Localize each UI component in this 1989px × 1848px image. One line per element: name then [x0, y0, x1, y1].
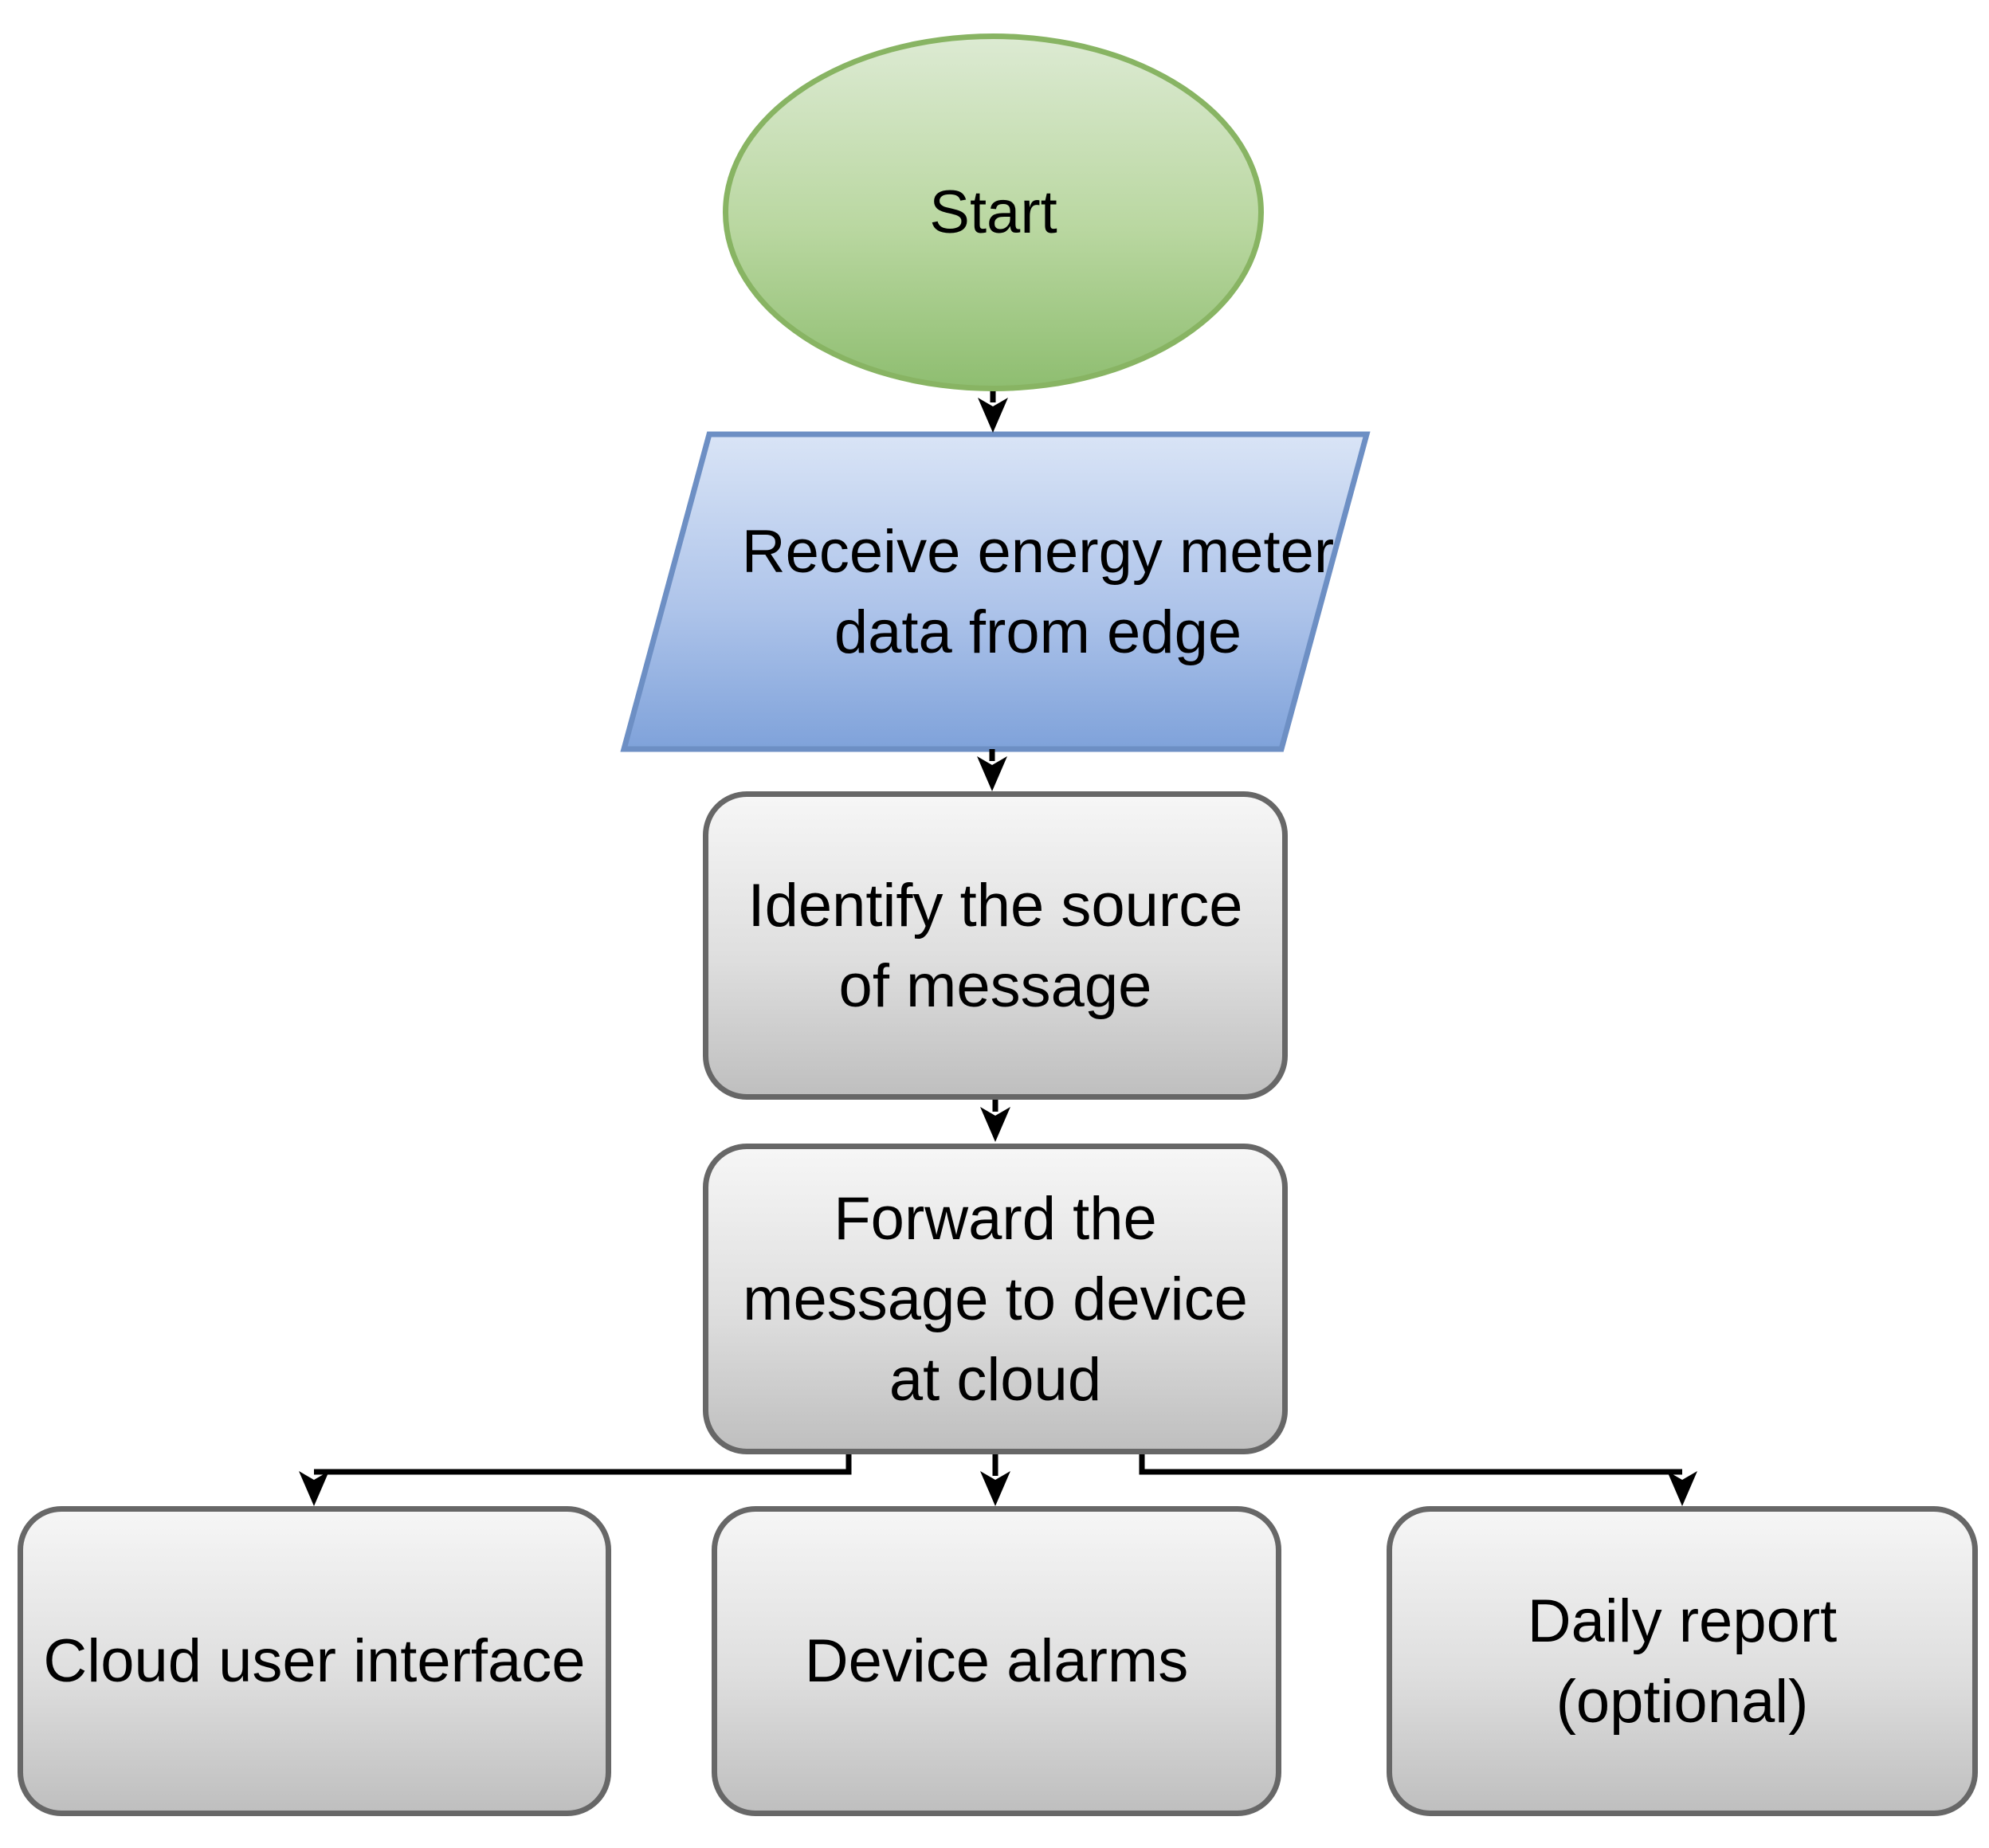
- node-cloud-user-interface: Cloud user interface: [18, 1506, 611, 1816]
- node-start: Start: [723, 33, 1264, 391]
- node-receive-line-2: data from edge: [834, 598, 1242, 666]
- node-forward-line-3: at cloud: [889, 1345, 1102, 1414]
- arrowhead-start-to-receive: [978, 398, 1008, 433]
- node-receive-energy-meter-data: Receive energy meter data from edge: [709, 434, 1367, 749]
- node-start-label: Start: [929, 179, 1057, 246]
- node-identify-source: Identify the source of message: [703, 791, 1288, 1100]
- arrowhead-forward-to-cloud-ui: [299, 1471, 329, 1506]
- arrowhead-forward-to-device-alarms: [980, 1471, 1010, 1506]
- node-cloud-ui-label: Cloud user interface: [43, 1627, 586, 1695]
- node-daily-report: Daily report (optional): [1387, 1506, 1978, 1816]
- node-identify-line-2: of message: [838, 951, 1152, 1020]
- arrowhead-identify-to-forward: [980, 1107, 1010, 1142]
- arrowhead-receive-to-identify: [977, 756, 1007, 791]
- node-forward-line-1: Forward the: [834, 1184, 1157, 1253]
- node-daily-report-line-2: (optional): [1556, 1667, 1809, 1736]
- arrow-forward-to-daily-report: [1139, 1452, 1682, 1475]
- node-forward-message: Forward the message to device at cloud: [703, 1144, 1288, 1454]
- arrow-forward-to-cloud-ui: [314, 1452, 852, 1475]
- parallelogram-receive-shape: [620, 431, 1371, 752]
- node-device-alarms-label: Device alarms: [804, 1627, 1189, 1695]
- arrowhead-forward-to-daily-report: [1667, 1471, 1697, 1506]
- node-receive-line-1: Receive energy meter: [741, 517, 1335, 586]
- node-forward-line-2: message to device: [743, 1265, 1248, 1333]
- node-device-alarms: Device alarms: [712, 1506, 1281, 1816]
- node-daily-report-line-1: Daily report: [1527, 1587, 1838, 1655]
- node-identify-line-1: Identify the source: [747, 871, 1243, 940]
